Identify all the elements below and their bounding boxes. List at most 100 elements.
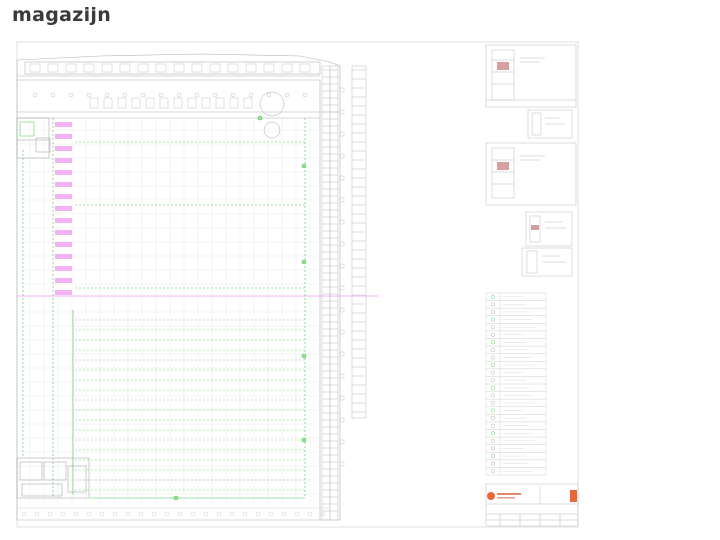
legend-symbol: [491, 325, 496, 330]
canopy-window: [281, 63, 293, 73]
pink-marking: [55, 254, 72, 259]
grid-bubble: [60, 511, 66, 517]
legend-symbol: [491, 393, 496, 398]
corridor-marker: [339, 395, 345, 401]
grid-bubble: [112, 511, 118, 517]
grid-bubble: [138, 511, 144, 517]
canopy-window: [47, 63, 59, 73]
grid-bubble: [47, 511, 53, 517]
legend-symbol: [491, 431, 496, 436]
corridor-marker: [339, 351, 345, 357]
dock-door: [117, 97, 127, 109]
canopy-window: [299, 63, 311, 73]
grid-bubble: [151, 511, 157, 517]
page-title: magazijn: [12, 4, 112, 26]
detail-sheet-1: [485, 44, 577, 108]
grid-bubble: [99, 511, 105, 517]
corridor-marker: [339, 109, 345, 115]
dock-door: [229, 97, 239, 109]
pink-marking: [55, 146, 72, 151]
canopy-window: [209, 63, 221, 73]
grid-bubble: [86, 511, 92, 517]
canopy-window: [191, 63, 203, 73]
corridor-marker: [339, 153, 345, 159]
pink-marking: [55, 134, 72, 139]
dock-door: [89, 97, 99, 109]
grid-bubble: [255, 511, 261, 517]
pink-marking: [55, 158, 72, 163]
pink-marking: [55, 122, 72, 127]
legend-symbol: [491, 469, 496, 474]
column-marker: [230, 92, 236, 98]
legend-symbol: [491, 355, 496, 360]
green-fixture-node: [301, 353, 307, 359]
canopy-window: [65, 63, 77, 73]
grid-bubble: [21, 511, 27, 517]
corridor-marker: [339, 373, 345, 379]
corridor-marker: [339, 87, 345, 93]
legend-symbol: [491, 416, 496, 421]
legend-symbol: [491, 423, 496, 428]
detail-sheet-3: [485, 142, 577, 206]
title-block: [485, 483, 579, 527]
dock-door: [159, 97, 169, 109]
column-marker: [50, 92, 56, 98]
legend-symbol: [491, 317, 496, 322]
canopy-window: [83, 63, 95, 73]
corridor-marker: [339, 329, 345, 335]
grid-bubble: [125, 511, 131, 517]
grid-bubble: [320, 511, 326, 517]
grid-bubble: [73, 511, 79, 517]
pink-marking: [55, 242, 72, 247]
legend-symbol: [491, 400, 496, 405]
pink-marking: [55, 170, 72, 175]
green-fixture-node: [301, 163, 307, 169]
dock-door: [187, 97, 197, 109]
green-fixture-node: [301, 437, 307, 443]
canopy-window: [101, 63, 113, 73]
dock-door: [243, 97, 253, 109]
grid-bubble: [307, 511, 313, 517]
column-marker: [68, 92, 74, 98]
green-fixture-node: [257, 115, 263, 121]
column-marker: [194, 92, 200, 98]
grid-bubble: [34, 511, 40, 517]
canopy-window: [227, 63, 239, 73]
legend-symbol: [491, 378, 496, 383]
grid-bubble: [229, 511, 235, 517]
column-marker: [86, 92, 92, 98]
legend-symbol: [491, 408, 496, 413]
legend-symbol: [491, 385, 496, 390]
column-marker: [248, 92, 254, 98]
corridor-marker: [339, 439, 345, 445]
pink-markings: [55, 122, 72, 295]
dock-door: [173, 97, 183, 109]
corridor-outline: [321, 65, 339, 521]
grid-bubble: [281, 511, 287, 517]
column-marker: [266, 92, 272, 98]
corridor-marker: [339, 175, 345, 181]
corridor-marker: [339, 131, 345, 137]
top-canopy-details: [29, 63, 311, 109]
corridor-marker: [339, 285, 345, 291]
detail-sheet-4: [525, 211, 573, 247]
canopy-window: [29, 63, 41, 73]
column-marker: [32, 92, 38, 98]
legend-symbol: [491, 461, 496, 466]
east-corridor: [321, 65, 367, 521]
column-marker: [158, 92, 164, 98]
pink-marking: [55, 266, 72, 271]
pink-marking: [55, 206, 72, 211]
column-grid: [17, 118, 320, 505]
legend-symbol: [491, 454, 496, 459]
dock-door: [103, 97, 113, 109]
south-west-rooms: [16, 457, 90, 499]
green-fixture-lines: [22, 115, 307, 501]
column-marker: [176, 92, 182, 98]
corridor-marker: [339, 417, 345, 423]
column-marker: [302, 92, 308, 98]
pink-marking: [55, 194, 72, 199]
grid-bubble: [294, 511, 300, 517]
legend-symbol: [491, 309, 496, 314]
legend-symbol: [491, 446, 496, 451]
